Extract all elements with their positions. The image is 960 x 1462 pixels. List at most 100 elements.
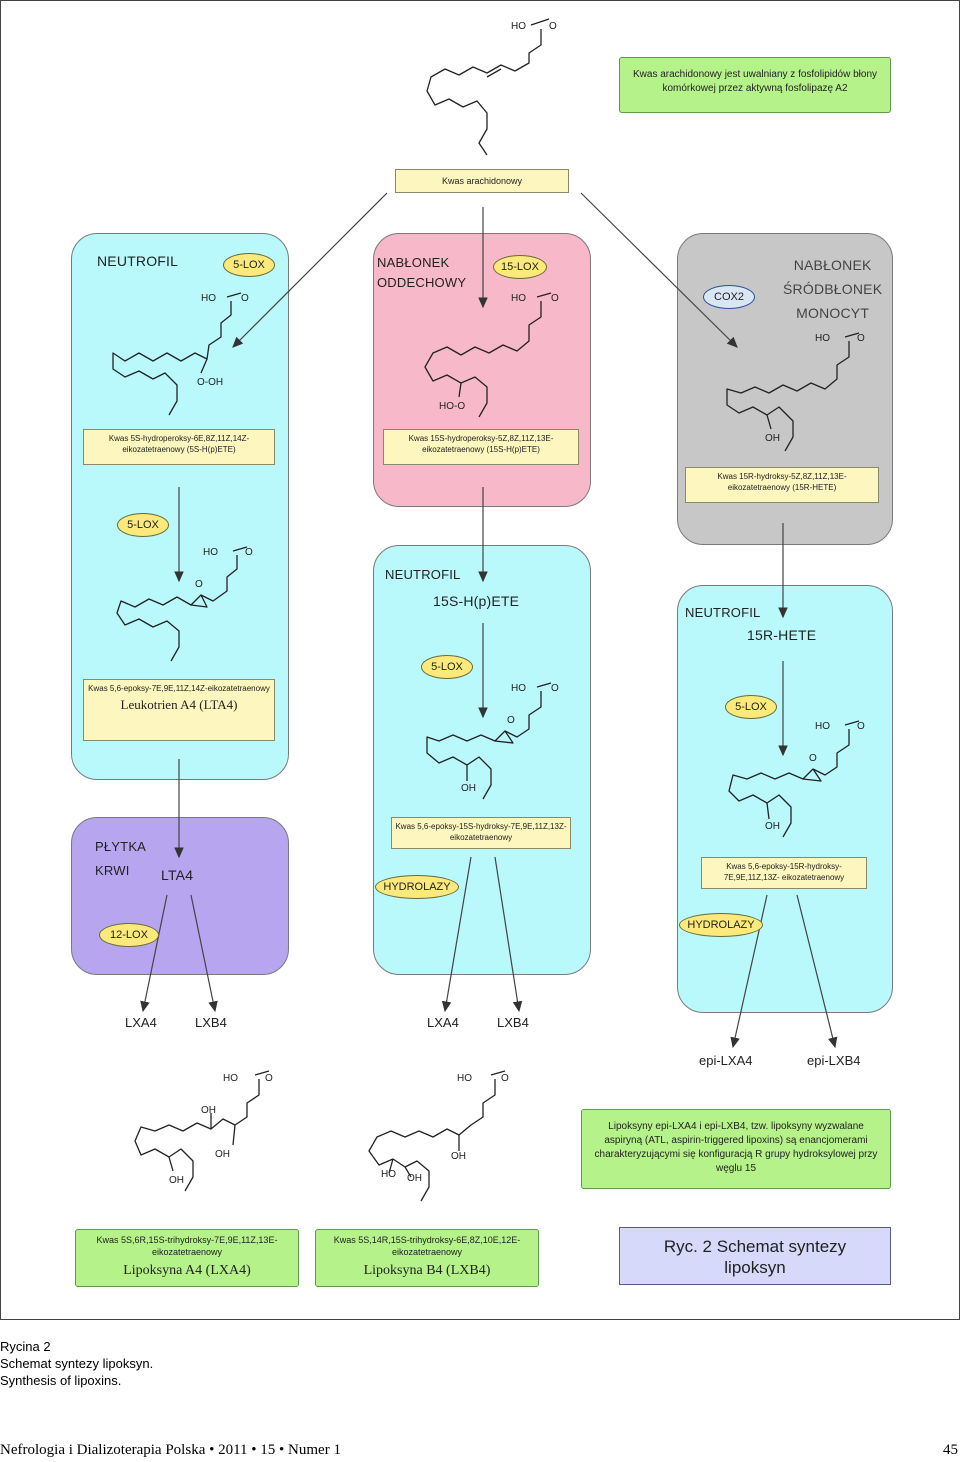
5s-hpete-structure: HO O O-OH — [112, 292, 249, 416]
chem-label: OH — [451, 1151, 466, 1162]
page-number: 45 — [943, 1442, 958, 1458]
product-lxb4: LXB4 — [497, 1015, 529, 1030]
chem-label: OH — [765, 821, 780, 832]
epoxy-15r-box: Kwas 5,6-epoksy-15R-hydroksy-7E,9E,11Z,1… — [701, 857, 867, 889]
lxb4-box-name: Lipoksyna B4 (LXB4) — [363, 1263, 491, 1278]
chem-label: O — [265, 1073, 273, 1084]
enzyme-15-lox: 15-LOX — [493, 255, 547, 279]
neutrofil-mid-subtitle: 15S-H(p)ETE — [433, 593, 520, 609]
lta4-box-text: Kwas 5,6-epoksy-7E,9E,11Z,14Z-eikozatetr… — [88, 684, 270, 693]
chem-label: HO — [815, 721, 830, 732]
neutrofil-mid-title: NEUTROFIL — [385, 567, 461, 582]
epi-lipoxin-note: Lipoksyny epi-LXA4 i epi-LXB4, tzw. lipo… — [581, 1109, 891, 1189]
product-lxa4: LXA4 — [427, 1015, 459, 1030]
figure-caption: Rycina 2 Schemat syntezy lipoksyn. Synth… — [0, 1338, 153, 1389]
lta4-structure: HO O O — [116, 546, 253, 662]
chem-label: OH — [461, 783, 476, 794]
chem-label: HO — [511, 683, 526, 694]
diagram-graphics: HO O HO O O-OH HO O HO-O HO O — [112, 18, 865, 1202]
srodblonek-title-1: NABŁONEK — [793, 257, 872, 273]
arachidonic-acid-box: Kwas arachidonowy — [395, 169, 569, 193]
chem-label: OH — [765, 433, 780, 444]
caption-line1: Rycina 2 — [0, 1339, 51, 1354]
chem-label: O — [551, 683, 559, 694]
product-lxa4: LXA4 — [125, 1015, 157, 1030]
panel-plytka-krwi — [71, 817, 289, 975]
chem-label: HO — [511, 21, 526, 32]
chem-label: O — [551, 293, 559, 304]
chem-label: HO — [223, 1073, 238, 1084]
flow-arrows — [140, 192, 838, 1049]
enzyme-5-lox: 5-LOX — [725, 695, 777, 719]
neutrofil-right-subtitle: 15R-HETE — [747, 627, 817, 643]
lxa4-box-name: Lipoksyna A4 (LXA4) — [123, 1263, 251, 1278]
enzyme-cox2: COX2 — [703, 285, 755, 309]
figure-frame: HO O HO O O-OH HO O HO-O HO O — [0, 0, 960, 1320]
epoxy-15r-structure: HO O O OH — [728, 720, 865, 838]
chem-label: O — [501, 1073, 509, 1084]
nablonek-title-2: ODDECHOWY — [377, 275, 467, 290]
srodblonek-title-3: MONOCYT — [796, 305, 870, 321]
15s-hpete-box: Kwas 15S-hydroperoksy-5Z,8Z,11Z,13E-eiko… — [383, 429, 579, 465]
lxb4-box: Kwas 5S,14R,15S-trihydroksy-6E,8Z,10E,12… — [315, 1229, 539, 1287]
15r-hete-structure: HO O OH — [726, 332, 865, 452]
chem-label: O — [809, 753, 817, 764]
hydrolazy-badge: HYDROLAZY — [375, 875, 459, 899]
chem-label: HO — [511, 293, 526, 304]
chem-label: O — [195, 579, 203, 590]
enzyme-5-lox: 5-LOX — [223, 253, 275, 277]
arachidonic-acid-structure: HO O — [426, 18, 557, 156]
chem-label: HO — [381, 1169, 396, 1180]
plytka-title-1: PŁYTKA — [95, 839, 147, 854]
neutrofil-left-title: NEUTROFIL — [97, 253, 179, 269]
hydrolazy-badge: HYDROLAZY — [679, 913, 763, 937]
lxb4-structure: HO O OH HO OH — [368, 1070, 509, 1202]
chem-label: HO — [201, 293, 216, 304]
ryc-title-box: Ryc. 2 Schemat syntezy lipoksyn — [619, 1227, 891, 1285]
caption-line3: Synthesis of lipoxins. — [0, 1373, 122, 1388]
plytka-title-2: KRWI — [95, 863, 130, 878]
epoxy-15s-box: Kwas 5,6-epoksy-15S-hydroksy-7E,9E,11Z,1… — [391, 817, 571, 849]
enzyme-5-lox: 5-LOX — [421, 655, 473, 679]
ryc-line2: lipoksyn — [724, 1258, 786, 1277]
product-epi-lxb4: epi-LXB4 — [807, 1053, 861, 1068]
top-note: Kwas arachidonowy jest uwalniany z fosfo… — [619, 57, 891, 113]
chem-label: O — [549, 21, 557, 32]
srodblonek-title-2: ŚRÓDBŁONEK — [783, 281, 883, 297]
chem-label: O — [507, 715, 515, 726]
product-lxb4: LXB4 — [195, 1015, 227, 1030]
product-epi-lxa4: epi-LXA4 — [699, 1053, 753, 1068]
chem-label: HO — [457, 1073, 472, 1084]
chem-label: O — [857, 333, 865, 344]
chem-label: O — [245, 547, 253, 558]
enzyme-5-lox: 5-LOX — [117, 513, 169, 537]
chem-label: HO — [203, 547, 218, 558]
enzyme-12-lox: 12-LOX — [99, 923, 159, 947]
lxa4-box: Kwas 5S,6R,15S-trihydroksy-7E,9E,11Z,13E… — [75, 1229, 299, 1287]
plytka-lta4-label: LTA4 — [161, 867, 194, 883]
plytka-title: PŁYTKA KRWI — [95, 835, 146, 883]
chem-label: O — [241, 293, 249, 304]
chem-label: OH — [201, 1105, 216, 1116]
nablonek-title: NABŁONEK ODDECHOWY — [377, 253, 466, 293]
chem-label: OH — [407, 1173, 422, 1184]
nablonek-title-1: NABŁONEK — [377, 255, 450, 270]
panel-neutrofil-right — [677, 585, 893, 1013]
lxa4-structure: HO O OH OH OH — [134, 1070, 273, 1192]
chem-label: HO-O — [439, 401, 465, 412]
15r-hete-box: Kwas 15R-hydroksy-5Z,8Z,11Z,13E-eikozate… — [685, 467, 879, 503]
neutrofil-right-title: NEUTROFIL — [685, 605, 761, 620]
lxa4-box-text: Kwas 5S,6R,15S-trihydroksy-7E,9E,11Z,13E… — [96, 1235, 278, 1257]
5s-hpete-box: Kwas 5S-hydroperoksy-6E,8Z,11Z,14Z-eikoz… — [83, 429, 275, 465]
lta4-box: Kwas 5,6-epoksy-7E,9E,11Z,14Z-eikozatetr… — [83, 679, 275, 741]
srodblonek-title: NABŁONEK ŚRÓDBŁONEK MONOCYT — [783, 253, 882, 325]
lxb4-box-text: Kwas 5S,14R,15S-trihydroksy-6E,8Z,10E,12… — [333, 1235, 521, 1257]
ryc-line1: Ryc. 2 Schemat syntezy — [663, 1237, 847, 1256]
epoxy-15s-structure: HO O O OH — [426, 682, 559, 800]
chem-label: O-OH — [197, 377, 223, 388]
page-footer: Nefrologia i Dializoterapia Polska • 201… — [0, 1442, 960, 1459]
lta4-box-name: Leukotrien A4 (LTA4) — [120, 697, 238, 712]
journal-footer: Nefrologia i Dializoterapia Polska • 201… — [0, 1442, 341, 1458]
15s-hpete-structure: HO O HO-O — [424, 292, 559, 418]
chem-label: HO — [815, 333, 830, 344]
